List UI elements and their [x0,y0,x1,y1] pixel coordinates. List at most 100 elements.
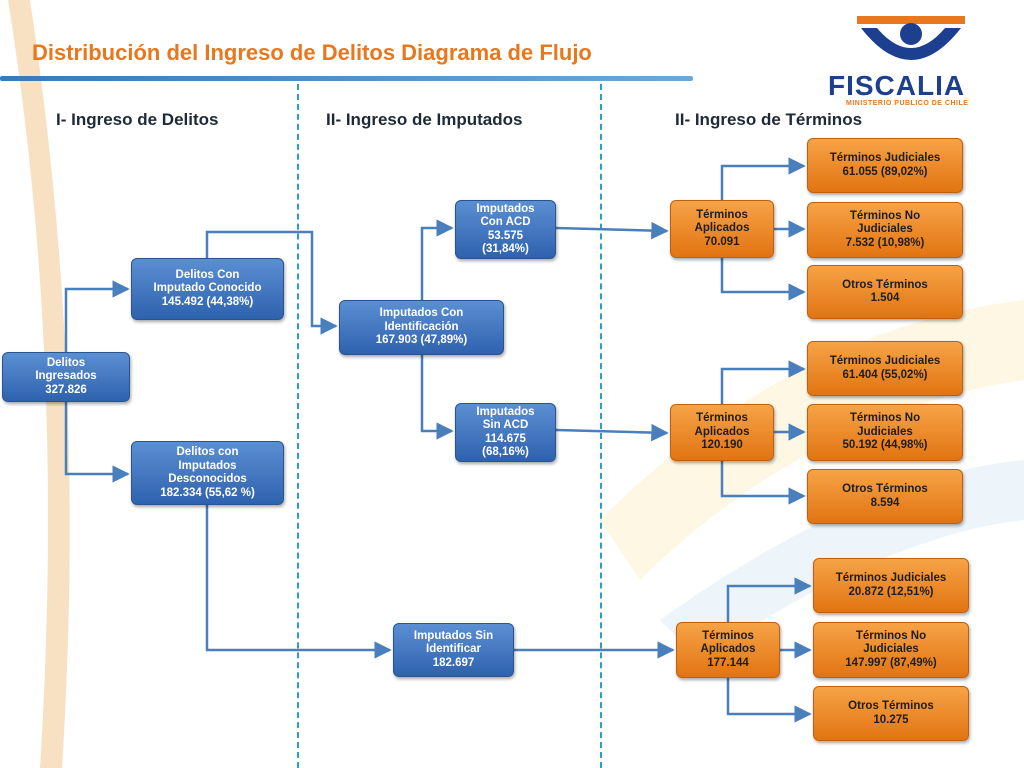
node-label-line: (68,16%) [482,446,529,458]
node-label-line: Desconocidos [168,473,247,485]
node-label-line: Imputados [178,459,237,472]
connector [720,258,806,301]
node-label-line: Aplicados [694,425,750,438]
node-label-line: (31,84%) [482,243,529,255]
connector [720,360,806,404]
node-label-line: Imputado Conocido [153,282,262,295]
node-label-line: Términos Judiciales [829,152,941,164]
connector [64,402,130,483]
node-label-line: 61.404 (55,02%) [842,368,928,381]
node-label-line: Términos Judiciales [835,572,947,584]
node-label-line: 10.275 [873,713,909,726]
node-label-line: Otros Términos [848,700,934,712]
connector [720,157,806,200]
page-title: Distribución del Ingreso de Delitos Diag… [32,40,592,65]
connector [555,423,669,442]
node-label-line: Delitos con [176,446,239,458]
node-label-line: Términos No [849,412,921,425]
node-label-line: Otros Términos [842,483,928,495]
node-label-line: Sin ACD [482,419,529,431]
node-label-line: 182.697 [432,656,475,669]
connector [720,461,806,505]
node-label-line: Otros Términos [842,278,928,291]
node-label-line: Judiciales [857,223,913,236]
node-label-line: Aplicados [700,643,756,656]
column-header-terminos: II- Ingreso de Términos [675,110,863,129]
node-label-line: 7.532 (10,98%) [845,236,925,249]
node-label-line: Imputados [476,202,535,215]
node-label-line: 20.872 (12,51%) [848,585,934,598]
node-label-line: Con ACD [480,216,531,228]
connector [726,577,812,622]
node-label-line: Judiciales [863,643,919,656]
column-header-imputados: II- Ingreso de Imputados [326,110,523,129]
node-label-line: 70.091 [704,235,740,248]
connector [205,505,392,659]
node-label-line: Términos Judiciales [829,355,941,367]
connector [726,678,812,723]
node-label-line: Términos No [855,629,927,642]
node-label-line: Delitos [46,356,86,369]
node-label-line: 50.192 (44,98%) [842,439,928,452]
logo-wordmark: FISCALIA [828,70,966,101]
column-header-delitos: I- Ingreso de Delitos [56,110,219,129]
node-label-line: Términos [696,208,748,221]
connector [420,355,454,440]
node-label-line: 147.997 (87,49%) [845,656,937,669]
connector [420,219,454,300]
column-divider [297,84,299,768]
node-label-line: 167.903 (47,89%) [375,334,468,347]
node-label-line: 53.575 [487,229,524,242]
logo-subtitle: MINISTERIO PUBLICO DE CHILE [846,100,969,107]
node-label-line: 1.504 [870,292,900,304]
node-label-line: 8.594 [870,496,900,509]
node-label-line: 145.492 (44,38%) [161,295,254,308]
node-label-line: 177.144 [707,656,749,669]
connector [205,230,338,335]
node-label-line: Aplicados [694,222,750,235]
node-label-line: Términos No [849,209,921,222]
node-label-line: Imputados Sin [413,629,494,642]
column-divider [600,84,602,768]
node-label-line: 61.055 (89,02%) [842,165,928,178]
node-label-line: Imputados Con [379,307,464,320]
title-underline [0,76,693,81]
node-label-line: 120.190 [701,439,743,452]
fiscalia-emblem-icon [857,16,965,60]
